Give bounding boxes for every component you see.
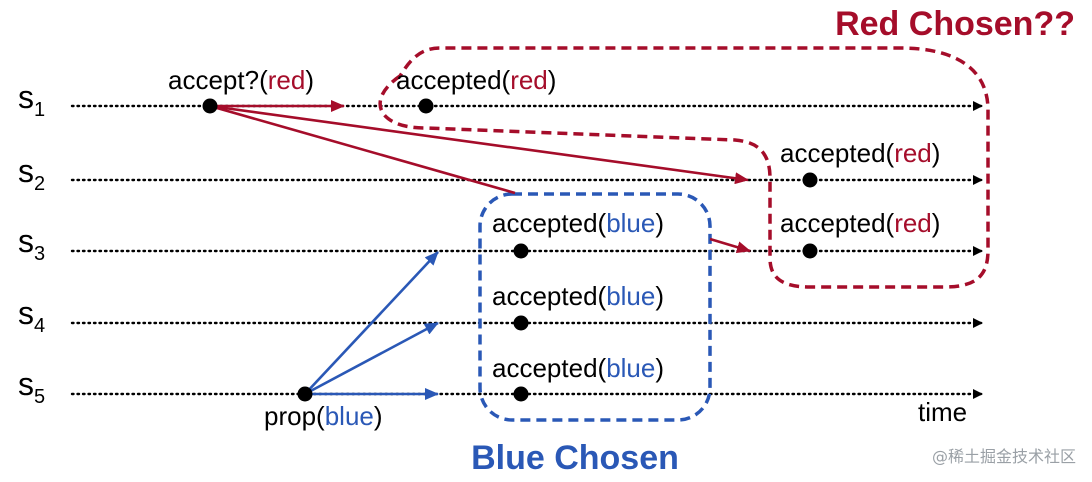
server-label-s1: s1 [18, 79, 45, 121]
label-s1-accepted-red: accepted(red) [396, 65, 556, 95]
red-arrow-s1-to-s3 [209, 104, 516, 195]
event-labels: accept?(red) accepted(red) accepted(red)… [168, 65, 967, 431]
red-chosen-title: Red Chosen?? [835, 5, 1075, 43]
blue-arrow-s5-to-s4 [304, 321, 439, 396]
label-s2-accepted-red: accepted(red) [780, 138, 940, 168]
blue-chosen-region [478, 192, 712, 422]
label-s5-prop-blue: prop(blue) [264, 401, 383, 431]
server-label-s2: s2 [18, 153, 45, 195]
event-dot-s1-accepted [418, 98, 434, 114]
event-dot-s5-prop [297, 386, 313, 402]
event-dot-s2-accepted [802, 172, 818, 188]
event-dot-s4-accepted [513, 315, 529, 331]
red-arrow-s1-to-s2 [209, 104, 749, 185]
event-dot-s5-accepted [513, 386, 529, 402]
blue-chosen-title: Blue Chosen [471, 439, 679, 477]
server-label-s3: s3 [18, 223, 45, 265]
event-dots [202, 98, 818, 402]
blue-messages [304, 251, 439, 400]
label-s3-accepted-blue: accepted(blue) [492, 208, 664, 238]
server-label-s5: s5 [18, 366, 45, 408]
server-label-s4: s4 [18, 295, 45, 337]
blue-arrow-s5-to-s3 [304, 251, 439, 395]
label-s4-accepted-blue: accepted(blue) [492, 281, 664, 311]
server-labels: s1 s2 s3 s4 s5 [18, 79, 45, 408]
label-s5-accepted-blue: accepted(blue) [492, 353, 664, 383]
time-axis-label: time [918, 397, 967, 427]
red-arrow-to-s3 [709, 237, 751, 254]
watermark: @稀土掘金技术社区 [932, 447, 1076, 466]
event-dot-s3-accepted-red [802, 243, 818, 259]
event-dot-s1-accept [202, 98, 218, 114]
timelines [70, 101, 984, 399]
label-s1-accept-red: accept?(red) [168, 65, 314, 95]
label-s3-accepted-red: accepted(red) [780, 208, 940, 238]
red-messages [209, 100, 751, 254]
event-dot-s3-accepted-blue [513, 243, 529, 259]
